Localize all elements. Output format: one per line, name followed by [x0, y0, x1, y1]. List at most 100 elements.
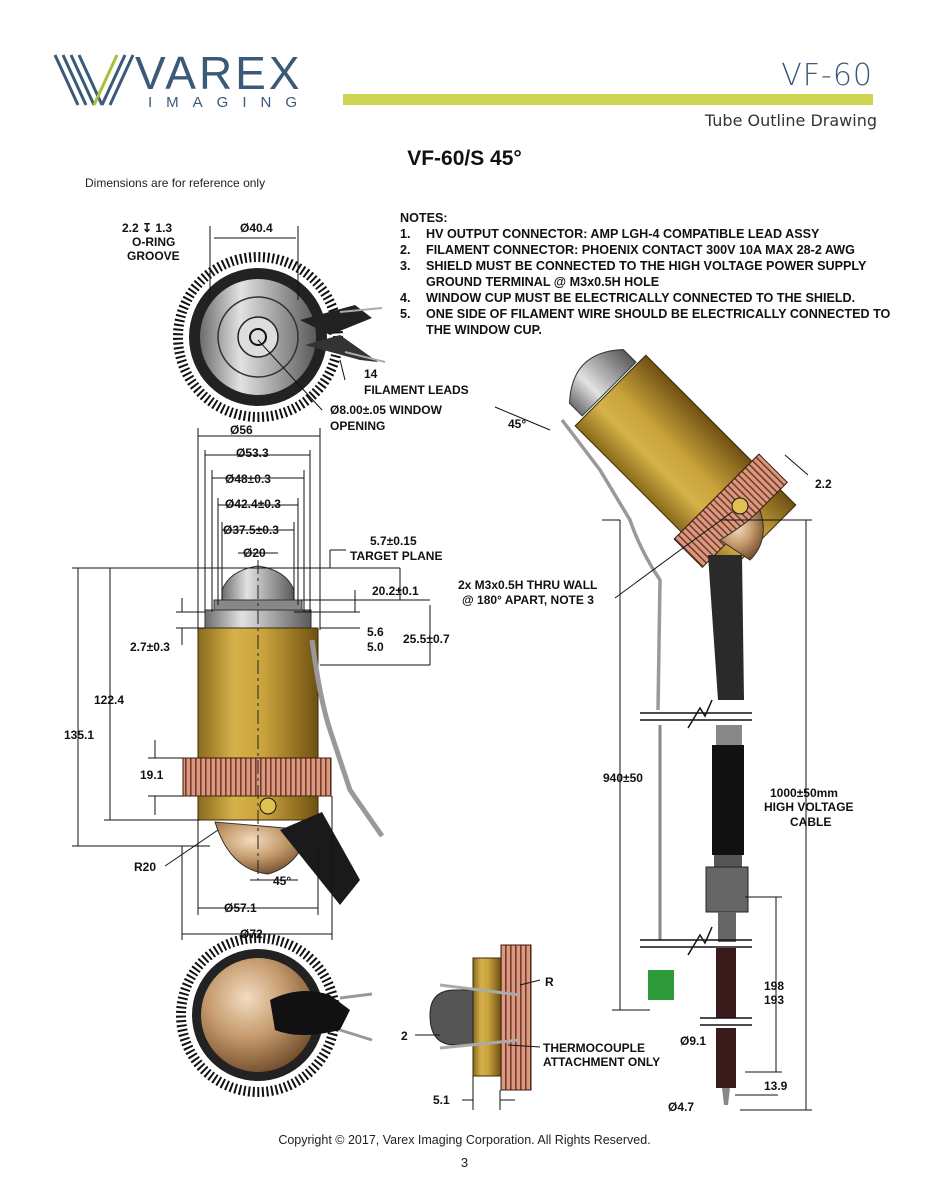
hv-cable-black [712, 745, 744, 855]
detail-brass [472, 957, 502, 1077]
dimension-labels: 2.2 ↧ 1.3 O-RING GROOVE Ø40.4 14 FILAMEN… [64, 221, 854, 1114]
filament-connector-green [648, 970, 674, 1000]
window-circle [237, 316, 279, 358]
angled-anode-dome [719, 509, 764, 561]
hv-pin-red [716, 948, 736, 1018]
dim-r: R [545, 975, 554, 989]
dim-d20: Ø20 [243, 546, 266, 560]
dim-2: 2 [401, 1029, 408, 1043]
dim-135: 135.1 [64, 728, 94, 742]
note-item: 1.HV OUTPUT CONNECTOR: AMP LGH-4 COMPATI… [400, 227, 820, 241]
bottom-anode-face [201, 958, 315, 1072]
dim-d20-2: 20.2±0.1 [372, 584, 419, 598]
ground-terminal [259, 797, 277, 815]
brand-sub: IMAGING [148, 94, 311, 111]
dim-d4-7: Ø4.7 [668, 1100, 694, 1114]
filament-lead-connector [300, 305, 372, 335]
dim-d40: Ø40.4 [240, 221, 273, 235]
dim-m3-2: @ 180° APART, NOTE 3 [462, 593, 594, 607]
dim-window-1: Ø8.00±.05 WINDOW [330, 403, 443, 417]
side-view [182, 560, 385, 905]
notes-block: NOTES: 1.HV OUTPUT CONNECTOR: AMP LGH-4 … [400, 210, 890, 338]
dim-25-5: 25.5±0.7 [403, 632, 450, 646]
page-subtitle: Tube Outline Drawing [704, 111, 877, 130]
dim-target-1: 5.7±0.15 [370, 534, 417, 548]
copyright-footer: Copyright © 2017, Varex Imaging Corporat… [278, 1133, 651, 1147]
note-item: GROUND TERMINAL @ M3x0.5H HOLE [426, 275, 660, 289]
header-graphics: VAREX IMAGING [53, 47, 873, 111]
dim-d72: Ø72 [240, 927, 263, 941]
dim-groove-2: O-RING [132, 235, 175, 249]
angled-filament-wire [560, 418, 662, 711]
notes-heading: NOTES: [400, 211, 448, 225]
product-name: VF-60 [781, 58, 873, 93]
note-item: THE WINDOW CUP. [426, 323, 542, 337]
bottom-connector [270, 991, 350, 1035]
dim-cable-2: HIGH VOLTAGE [764, 800, 854, 814]
dim-thermo-1: THERMOCOUPLE [543, 1041, 645, 1055]
dim-d37: Ø37.5±0.3 [223, 523, 279, 537]
inner-circle [217, 296, 299, 378]
note-item: 4.WINDOW CUP MUST BE ELECTRICALLY CONNEC… [400, 291, 856, 305]
dim-d56: Ø56 [230, 423, 253, 437]
dim-cable-3: CABLE [790, 815, 831, 829]
dim-angle45b: 45° [508, 417, 526, 431]
dim-5-1: 5.1 [433, 1093, 450, 1107]
hv-cable-grey [716, 725, 742, 745]
top-view [173, 252, 386, 422]
filament-wire [309, 639, 385, 838]
bottom-view [176, 933, 373, 1097]
dim-cable-1: 1000±50mm [770, 786, 838, 800]
note-item: 5.ONE SIDE OF FILAMENT WIRE SHOULD BE EL… [400, 307, 891, 321]
break-lines [640, 699, 752, 1026]
dim-groove-3: GROOVE [127, 249, 180, 263]
disclaimer-text: Dimensions are for reference only [85, 176, 266, 190]
brand-name: VAREX [135, 47, 303, 99]
dim-d57: Ø57.1 [224, 901, 257, 915]
hv-pin-red-2 [716, 1028, 736, 1088]
logo-mark [53, 54, 135, 106]
dim-193: 193 [764, 993, 784, 1007]
dim-d48: Ø48±0.3 [225, 472, 271, 486]
dim-window-2: OPENING [330, 419, 385, 433]
angled-ground-terminal [731, 497, 749, 515]
dim-d42: Ø42.4±0.3 [225, 497, 281, 511]
dim-r20: R20 [134, 860, 156, 874]
dim-angle45: 45° [273, 874, 291, 888]
dim-m3-1: 2x M3x0.5H THRU WALL [458, 578, 597, 592]
varex-logo: VAREX IMAGING [53, 47, 311, 111]
dimension-lines [72, 226, 812, 1111]
page-number: 3 [460, 1155, 469, 1170]
angled-view [560, 348, 797, 1105]
dim-13-9: 13.9 [764, 1079, 788, 1093]
note-item: 3.SHIELD MUST BE CONNECTED TO THE HIGH V… [400, 259, 867, 273]
dim-19: 19.1 [140, 768, 164, 782]
cooling-fins [182, 757, 332, 797]
dim-fil-num: 14 [364, 367, 378, 381]
hv-connector-boot [280, 812, 360, 905]
detail-connector [429, 989, 474, 1046]
dim-d9-1: Ø9.1 [680, 1034, 706, 1048]
dim-198: 198 [764, 979, 784, 993]
hv-plug-body [705, 866, 749, 913]
dim-groove-1: 2.2 ↧ 1.3 [122, 221, 172, 235]
dim-5-0: 5.0 [367, 640, 384, 654]
dim-2-2: 2.2 [815, 477, 832, 491]
dim-target-2: TARGET PLANE [350, 549, 442, 563]
cable-collar [714, 855, 742, 867]
window-opening [249, 328, 267, 346]
dim-940: 940±50 [603, 771, 643, 785]
accent-bar [343, 94, 873, 105]
hv-plug-stem [718, 912, 736, 942]
detail-fins [500, 944, 532, 1091]
thermocouple-detail [429, 944, 532, 1091]
dim-122: 122.4 [94, 693, 124, 707]
drawing-title: VF-60/S 45° [407, 147, 522, 170]
dim-2-7: 2.7±0.3 [130, 640, 170, 654]
dim-d53: Ø53.3 [236, 446, 269, 460]
dim-thermo-2: ATTACHMENT ONLY [543, 1055, 660, 1069]
dim-fil-leads: FILAMENT LEADS [364, 383, 469, 397]
note-item: 2.FILAMENT CONNECTOR: PHOENIX CONTACT 30… [400, 243, 855, 257]
dim-5-6: 5.6 [367, 625, 384, 639]
